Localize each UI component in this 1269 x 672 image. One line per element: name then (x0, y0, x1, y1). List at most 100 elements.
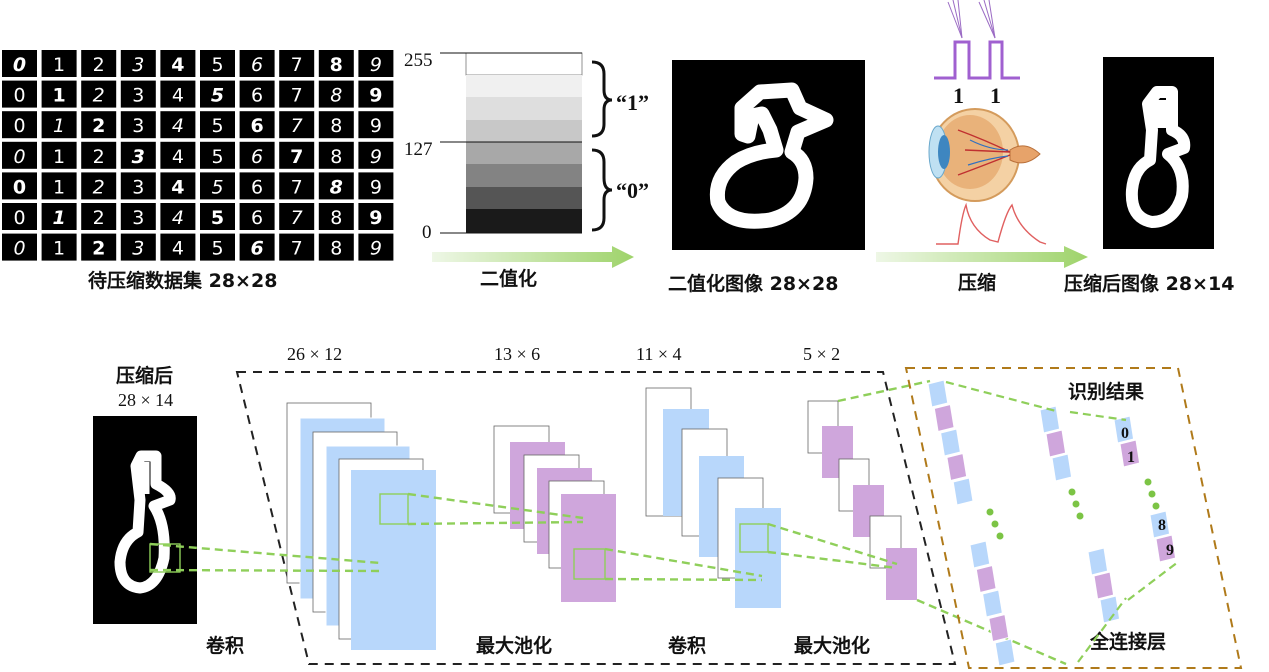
fc-neuron (1149, 510, 1171, 539)
digit-glyph: 2 (93, 207, 105, 229)
digit-glyph: 2 (92, 238, 105, 260)
fc-neuron (927, 379, 949, 408)
conv2-feature-maps (645, 387, 781, 608)
digit-glyph: 3 (132, 85, 144, 107)
digit-glyph: 5 (211, 146, 223, 168)
fc-label: 全连接层 (1089, 630, 1166, 653)
digit-cell (41, 203, 77, 230)
digit-cell (279, 172, 315, 200)
digit-cell (41, 141, 77, 169)
fc-dashed-box (904, 367, 1243, 669)
binarize-arrow (432, 246, 634, 268)
digit-glyph: 1 (53, 238, 65, 260)
binarize-label: 二值化 (480, 267, 537, 290)
digit-glyph: 7 (290, 146, 303, 168)
fc-neuron (952, 477, 974, 506)
digit-glyph: 0 (13, 85, 25, 107)
digit-cell (81, 233, 117, 261)
spike-label-1: 1 (953, 83, 964, 108)
digit-cell (200, 141, 235, 169)
input-label: 压缩后 (116, 364, 173, 387)
digit-cell (239, 233, 275, 261)
spike-label-2: 1 (990, 83, 1001, 108)
binary-caption: 二值化图像 28×28 (668, 272, 838, 295)
digit-glyph: 0 (13, 146, 25, 168)
bracket-label-one: “1” (616, 90, 649, 115)
digit-glyph: 9 (369, 85, 382, 107)
digit-cell (358, 172, 394, 200)
digit-cell (279, 80, 315, 108)
digit-glyph: 7 (291, 115, 303, 137)
digit-glyph: 0 (13, 207, 25, 229)
digit-glyph: 5 (211, 238, 223, 260)
fc-neuron (994, 638, 1016, 667)
digit-glyph: 3 (132, 238, 144, 260)
digit-glyph: 9 (370, 115, 382, 137)
neural-response-trace (936, 202, 1047, 245)
digit-cell (279, 50, 315, 77)
digit-glyph: 7 (291, 238, 303, 260)
digit-cell (200, 111, 235, 139)
digit-cell (81, 203, 117, 230)
digit-cell (2, 141, 37, 169)
digit-glyph: 3 (132, 176, 144, 198)
brace-zero (591, 148, 613, 232)
digit-cell (81, 50, 117, 77)
digit-glyph: 6 (251, 54, 263, 76)
dim-pool1: 13 × 6 (494, 344, 540, 364)
digit-glyph: 5 (211, 207, 224, 229)
digit-cell (160, 172, 196, 200)
fc-layer-2 (1039, 405, 1121, 624)
spike-train (934, 0, 1020, 80)
digit-glyph: 0 (13, 54, 26, 76)
digit-glyph: 5 (211, 115, 223, 137)
digit-cell (81, 172, 117, 200)
digit-cell (160, 233, 196, 261)
digit-cell (81, 111, 117, 139)
scale-tick-255: 255 (404, 50, 433, 71)
digit-cell (279, 203, 315, 230)
digit-cell (318, 141, 354, 169)
dim-conv2: 11 × 4 (636, 344, 681, 364)
digit-cell (120, 233, 156, 261)
cnn-dashed-box (235, 371, 957, 665)
digit-cell (81, 141, 117, 169)
digit-glyph: 6 (250, 238, 263, 260)
digit-glyph: 1 (53, 54, 65, 76)
digit-cell (160, 141, 196, 169)
digit-glyph: 7 (291, 54, 303, 76)
fc-neuron (1155, 534, 1177, 563)
fc-neuron (946, 452, 968, 482)
digit-cell (2, 203, 37, 230)
scale-tick-127: 127 (404, 139, 433, 160)
digit-cell (41, 111, 77, 139)
digit-cell (41, 233, 77, 261)
grayscale-scale (440, 52, 583, 234)
fc-neuron (933, 403, 955, 433)
layer-label-pool1: 最大池化 (476, 634, 552, 657)
digit-cell (358, 111, 394, 139)
digit-glyph: 7 (291, 176, 303, 198)
compressed-caption: 压缩后图像 28×14 (1064, 272, 1234, 295)
digit-cell (318, 203, 354, 230)
digit-glyph: 2 (92, 115, 105, 137)
fc-neuron (1099, 595, 1121, 624)
digit-cell (41, 80, 77, 108)
digit-glyph: 8 (330, 207, 342, 229)
output-label-1: 1 (1127, 449, 1135, 466)
fc-output-layer (1113, 415, 1177, 563)
digit-glyph: 0 (13, 238, 25, 260)
digit-glyph: 8 (330, 176, 343, 198)
digit-glyph: 1 (52, 207, 65, 229)
digit-glyph: 3 (132, 146, 145, 168)
digit-cell (120, 50, 156, 77)
digit-glyph: 4 (172, 146, 184, 168)
digit-glyph: 7 (291, 85, 303, 107)
layer-label-conv1: 卷积 (205, 634, 244, 657)
digit-cell (2, 80, 37, 108)
digit-cell (41, 50, 77, 77)
digit-glyph: 2 (93, 146, 105, 168)
fc-layer-1 (927, 379, 1016, 667)
digit-cell (358, 50, 394, 77)
digit-cell (160, 111, 196, 139)
